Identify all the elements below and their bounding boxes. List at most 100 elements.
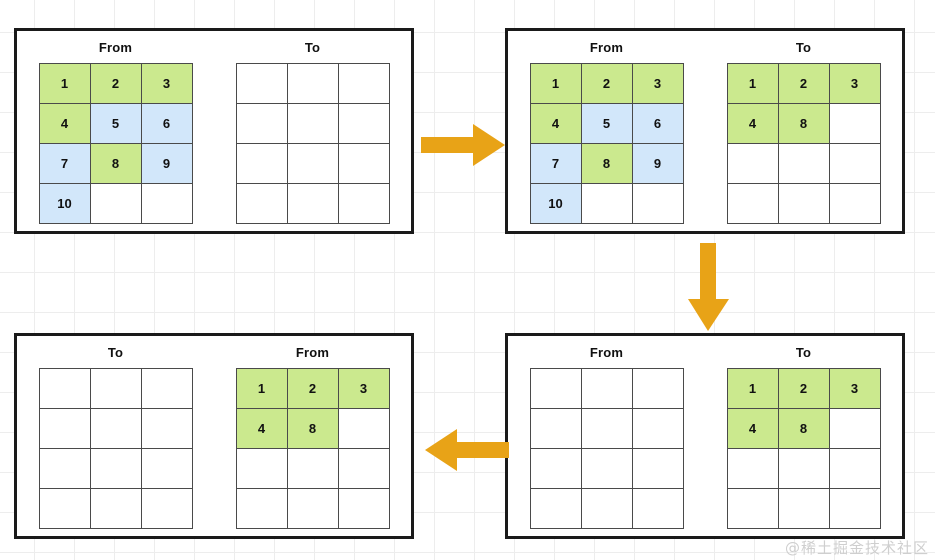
table-row — [235, 448, 390, 489]
table-row — [726, 183, 881, 224]
table-cell: 2 — [777, 63, 830, 104]
table-cell: 8 — [777, 408, 830, 449]
table-cell — [235, 448, 288, 489]
table-cell: 5 — [580, 103, 633, 144]
table-cell — [235, 103, 288, 144]
table-cell — [89, 448, 142, 489]
table-cell — [529, 448, 582, 489]
table-row — [529, 408, 684, 449]
table-cell — [337, 488, 390, 529]
table-title: From — [589, 40, 624, 55]
table-row — [38, 488, 193, 529]
table-cell: 6 — [140, 103, 193, 144]
table-cell: 9 — [631, 143, 684, 184]
table-cell — [631, 488, 684, 529]
table-cell: 2 — [286, 368, 339, 409]
table-cell — [337, 143, 390, 184]
table-row — [38, 448, 193, 489]
table-cell — [828, 408, 881, 449]
table-cell — [140, 448, 193, 489]
table-cell — [89, 488, 142, 529]
table-cell: 8 — [580, 143, 633, 184]
table-cell — [140, 488, 193, 529]
table-cell — [38, 408, 91, 449]
table-row — [235, 103, 390, 144]
table-cell — [38, 368, 91, 409]
table-cell — [38, 448, 91, 489]
table-cell: 10 — [529, 183, 582, 224]
table-cell — [580, 368, 633, 409]
table-row — [726, 143, 881, 184]
table-cell — [828, 143, 881, 184]
table-row — [529, 448, 684, 489]
table-cell: 8 — [777, 103, 830, 144]
table-cell — [777, 143, 830, 184]
table-block-to: To — [223, 41, 403, 224]
table-cell — [337, 183, 390, 224]
table-cell: 1 — [235, 368, 288, 409]
table-cell — [529, 368, 582, 409]
table-cell — [235, 183, 288, 224]
table-cell — [140, 408, 193, 449]
table-cell: 9 — [140, 143, 193, 184]
table-cell — [337, 103, 390, 144]
table-cell — [726, 448, 779, 489]
table-cell: 8 — [286, 408, 339, 449]
table-cell: 1 — [38, 63, 91, 104]
table-cell — [235, 143, 288, 184]
table-cell: 3 — [828, 368, 881, 409]
table-cell: 6 — [631, 103, 684, 144]
table-cell: 7 — [38, 143, 91, 184]
table-cell — [828, 448, 881, 489]
table-cell — [286, 103, 339, 144]
table-cell: 7 — [529, 143, 582, 184]
table-row — [235, 183, 390, 224]
table-cell — [631, 368, 684, 409]
table-title: From — [98, 40, 133, 55]
table-cell — [286, 183, 339, 224]
table-cell — [286, 488, 339, 529]
table-cell: 3 — [631, 63, 684, 104]
table-cell: 10 — [38, 183, 91, 224]
data-table — [235, 63, 390, 224]
table-cell: 1 — [726, 368, 779, 409]
table-cell — [726, 143, 779, 184]
table-row: 10 — [529, 183, 684, 224]
table-cell: 4 — [235, 408, 288, 449]
table-cell — [726, 488, 779, 529]
table-cell — [89, 183, 142, 224]
table-title: From — [295, 345, 330, 360]
data-table — [38, 368, 193, 529]
table-cell: 1 — [529, 63, 582, 104]
table-title: To — [304, 40, 321, 55]
table-cell — [235, 488, 288, 529]
table-row — [38, 368, 193, 409]
table-cell: 8 — [89, 143, 142, 184]
table-cell — [828, 488, 881, 529]
table-row: 10 — [38, 183, 193, 224]
table-row — [529, 488, 684, 529]
table-cell: 3 — [828, 63, 881, 104]
table-cell: 1 — [726, 63, 779, 104]
table-cell — [529, 408, 582, 449]
table-cell: 3 — [140, 63, 193, 104]
table-cell — [777, 448, 830, 489]
table-cell — [286, 143, 339, 184]
arrow-right-icon — [421, 120, 505, 170]
table-cell — [89, 368, 142, 409]
table-cell — [580, 448, 633, 489]
table-cell — [726, 183, 779, 224]
table-cell: 5 — [89, 103, 142, 144]
